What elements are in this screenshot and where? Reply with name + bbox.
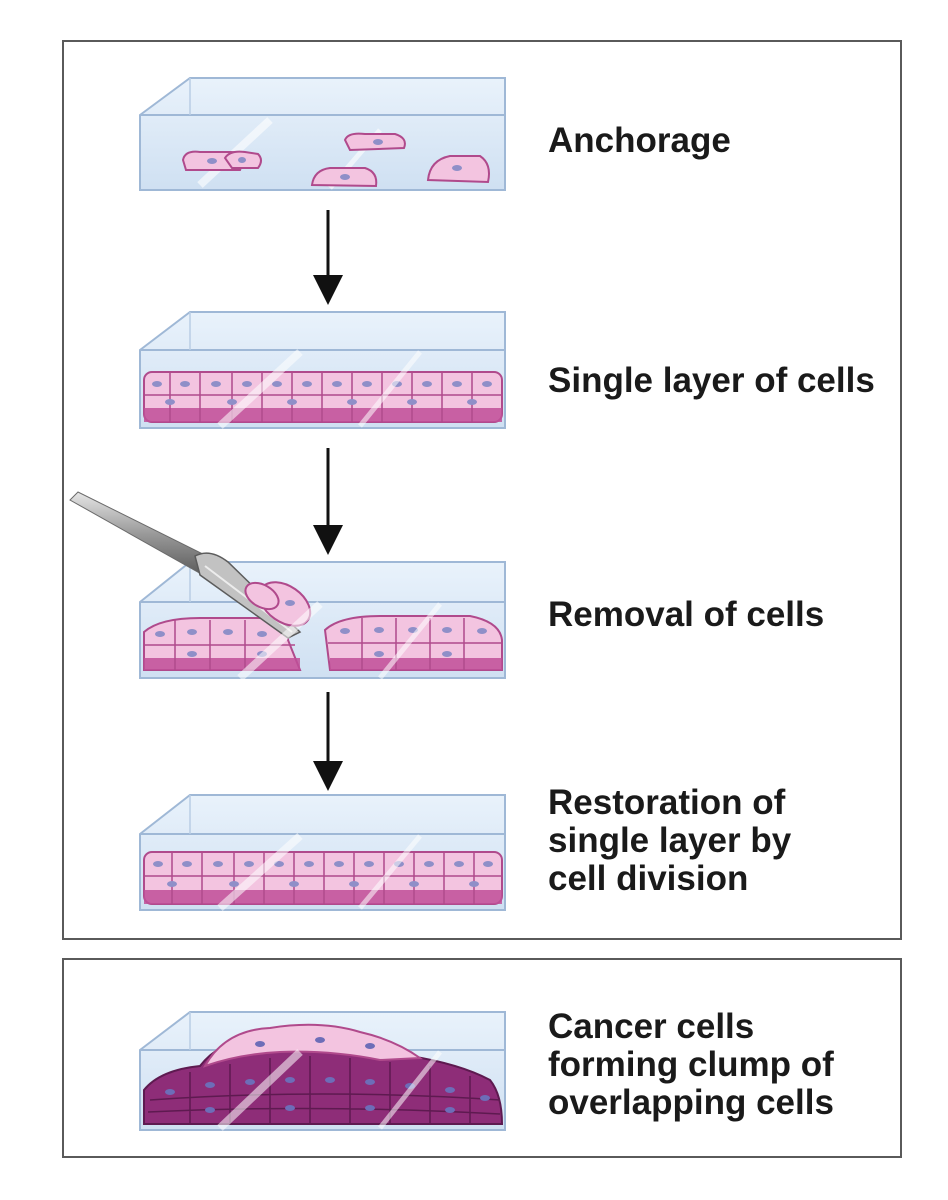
dish-removal [69, 491, 506, 681]
dish-restoration [139, 794, 506, 911]
step-label-single-layer: Single layer of cells [548, 361, 875, 400]
dish-anchorage [139, 77, 506, 191]
step-label-restoration: Restoration of single layer by cell divi… [548, 783, 792, 898]
dish-single-layer [139, 311, 506, 429]
step-label-anchorage: Anchorage [548, 121, 731, 160]
step-label-removal: Removal of cells [548, 595, 825, 634]
cancer-label: Cancer cells forming clump of overlappin… [548, 1007, 834, 1122]
lifted-cells [244, 581, 312, 627]
remaining-cells-right [323, 615, 503, 671]
dish-cancer [139, 1011, 506, 1131]
